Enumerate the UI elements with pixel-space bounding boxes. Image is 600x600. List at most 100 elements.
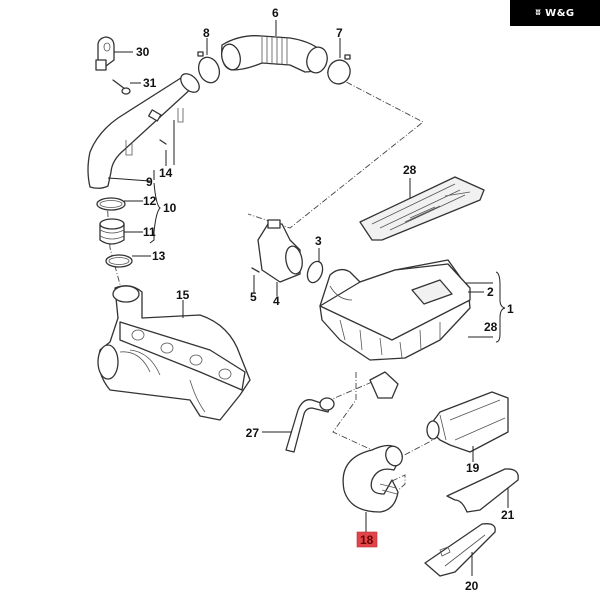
breather-valve bbox=[319, 397, 335, 411]
clamp-screw bbox=[344, 54, 351, 60]
leaders-9-14 bbox=[107, 120, 175, 182]
manifold-flange bbox=[119, 321, 246, 391]
cover-body bbox=[446, 468, 519, 513]
breather-pipe-body bbox=[285, 399, 331, 453]
bolt-head bbox=[121, 87, 131, 95]
turbo-inlet bbox=[97, 344, 119, 380]
hose-ribs bbox=[261, 37, 288, 65]
callout-12: 12 bbox=[143, 194, 157, 208]
bracket-hole bbox=[103, 42, 111, 52]
callout-7: 7 bbox=[336, 26, 343, 40]
part-20-air-guide bbox=[424, 523, 496, 577]
callout-15: 15 bbox=[176, 288, 190, 302]
housing-ribs bbox=[329, 285, 441, 359]
part-28-filter-lid bbox=[359, 176, 485, 241]
callout-30: 30 bbox=[136, 45, 150, 59]
part-3-o-ring bbox=[306, 248, 324, 284]
assembly-line-duct-to-hose bbox=[394, 439, 434, 461]
part-11-sleeve bbox=[99, 218, 143, 245]
guide-contours bbox=[439, 534, 486, 567]
part-21-cover bbox=[446, 468, 519, 513]
callout-9: 9 bbox=[146, 175, 153, 189]
maf-bore bbox=[285, 245, 303, 275]
screw-shaft bbox=[251, 267, 260, 273]
callout-2: 2 bbox=[487, 285, 494, 299]
bracket-body bbox=[97, 36, 115, 67]
pipe-tab bbox=[125, 140, 133, 156]
clamp-inner bbox=[108, 257, 130, 265]
duct-inlet bbox=[426, 420, 440, 440]
housing-outlet bbox=[369, 371, 399, 399]
wings-logo-icon: ʬ bbox=[535, 8, 542, 18]
bracket-foot bbox=[95, 59, 107, 71]
clamp-ring bbox=[96, 197, 126, 211]
flange-port bbox=[131, 329, 145, 341]
callout-5: 5 bbox=[250, 290, 257, 304]
part-12-clamp bbox=[96, 197, 143, 211]
bracket-1 bbox=[495, 271, 506, 343]
part-15-turbo-manifold bbox=[97, 285, 251, 421]
o-ring-shape bbox=[306, 260, 324, 284]
hose-cuff-lower bbox=[379, 483, 398, 495]
pipe-tab bbox=[177, 108, 184, 123]
lid-tray bbox=[359, 176, 485, 241]
part-4-maf-sensor bbox=[257, 219, 303, 296]
callout-27: 27 bbox=[246, 426, 260, 440]
guide-body bbox=[424, 523, 496, 577]
part-30-bracket bbox=[95, 36, 115, 71]
callout-labels: 30 31 6 8 7 14 9 12 10 11 13 15 28 3 5 4… bbox=[136, 6, 515, 593]
pipe-body bbox=[87, 75, 195, 189]
watermark-text: W&G bbox=[545, 7, 575, 19]
callout-20: 20 bbox=[465, 579, 479, 593]
callout-28-lid: 28 bbox=[403, 163, 417, 177]
leaders-30-31 bbox=[114, 51, 141, 84]
assembly-line-pipe-to-sleeve bbox=[106, 199, 122, 289]
part-5-screw bbox=[251, 267, 260, 293]
clamp-ring bbox=[105, 254, 133, 268]
part-18-intake-hose bbox=[342, 444, 403, 548]
hose-cuff-upper bbox=[385, 445, 403, 467]
part-27-breather-pipe bbox=[262, 397, 335, 453]
callout-14: 14 bbox=[159, 166, 173, 180]
sleeve-top bbox=[99, 218, 125, 230]
assembly-line-hose-to-duct-bottom bbox=[391, 474, 406, 495]
lid-ribs bbox=[371, 183, 471, 231]
maf-connector bbox=[267, 219, 281, 229]
callout-21: 21 bbox=[501, 508, 515, 522]
callout-4: 4 bbox=[273, 294, 280, 308]
watermark-badge: ʬ W&G bbox=[510, 0, 600, 26]
flange-port bbox=[218, 368, 232, 380]
bolt-shaft bbox=[112, 79, 126, 90]
manifold-outlet bbox=[112, 285, 140, 303]
callout-28-housing: 28 bbox=[484, 320, 498, 334]
part-9-intake-pipe bbox=[87, 73, 200, 189]
bracket-10 bbox=[149, 170, 161, 244]
leaders-2-28 bbox=[466, 282, 493, 338]
callout-13: 13 bbox=[152, 249, 166, 263]
callout-1: 1 bbox=[507, 302, 514, 316]
clamp-ring bbox=[197, 56, 221, 84]
part-1-air-filter-housing bbox=[319, 259, 506, 399]
duct-contours bbox=[439, 399, 506, 441]
flange-port bbox=[189, 354, 203, 366]
part-8-clamp bbox=[197, 38, 221, 84]
callout-8: 8 bbox=[203, 26, 210, 40]
callout-11: 11 bbox=[143, 225, 156, 239]
callout-3: 3 bbox=[315, 234, 322, 248]
filter-element-2 bbox=[411, 279, 453, 305]
part-6-corrugated-hose bbox=[221, 20, 328, 74]
highlight-box-18 bbox=[356, 531, 378, 548]
part-7-clamp bbox=[327, 38, 351, 85]
clamp-screw bbox=[197, 51, 204, 57]
assembly-line-housing-to-hose bbox=[332, 372, 373, 451]
callout-18: 18 bbox=[360, 533, 374, 547]
callout-19: 19 bbox=[466, 461, 480, 475]
sleeve-ribs bbox=[99, 229, 125, 240]
hose-end-left bbox=[221, 43, 241, 71]
part-13-clamp bbox=[105, 254, 151, 268]
manifold-contours bbox=[119, 349, 206, 413]
hose-end-right bbox=[306, 46, 328, 74]
bolt-14 bbox=[159, 139, 167, 145]
part-19-air-duct bbox=[426, 391, 509, 462]
